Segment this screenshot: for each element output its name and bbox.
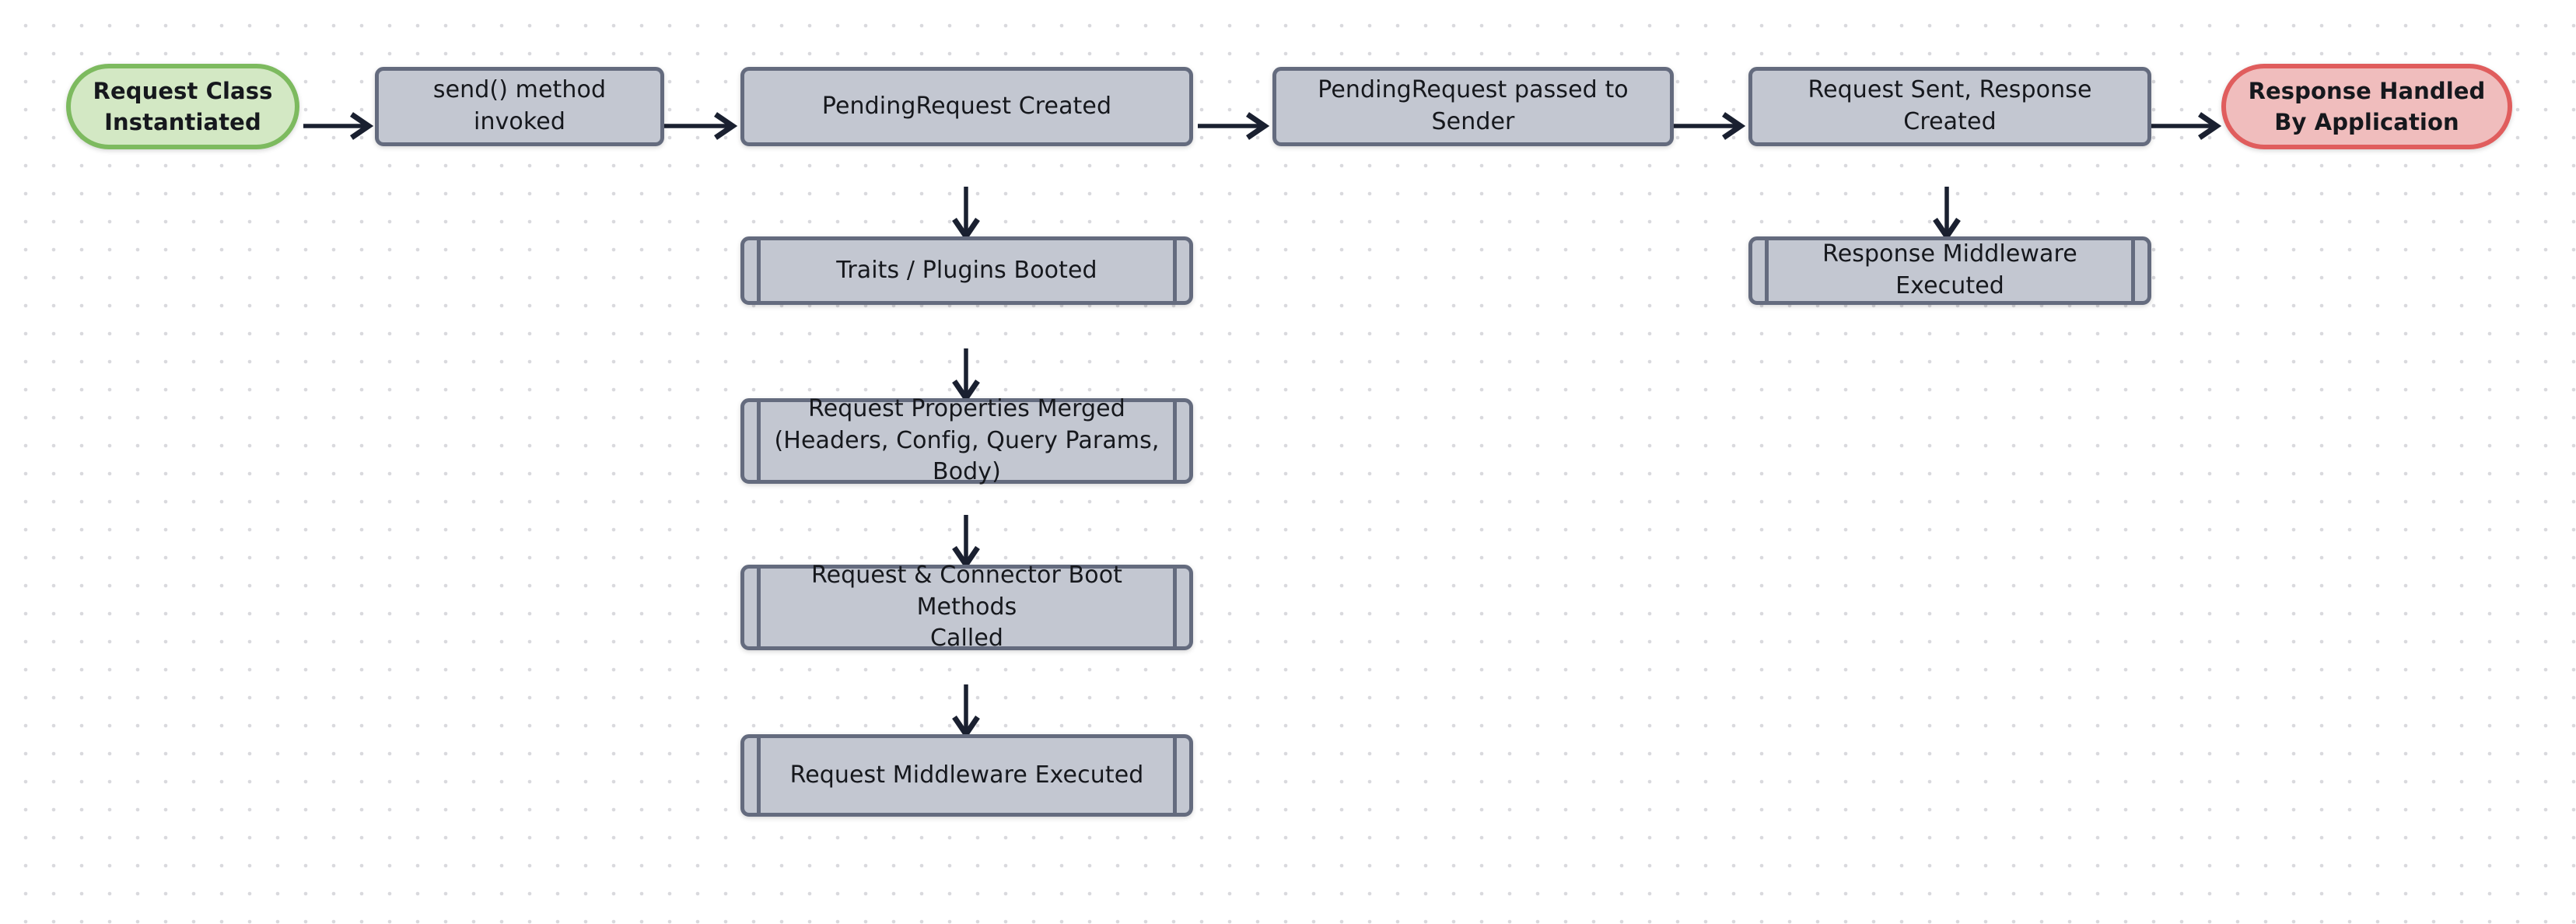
node-label: Request & Connector Boot Methods Called: [810, 561, 1123, 653]
node-label: Request Class Instantiated: [93, 77, 273, 135]
node-pendingrequest-created[interactable]: PendingRequest Created: [740, 67, 1193, 146]
node-response-middleware-executed[interactable]: Response Middleware Executed: [1748, 236, 2151, 305]
edge-request-sent-to-end: [2151, 112, 2222, 140]
node-request-class-instantiated[interactable]: Request Class Instantiated: [66, 64, 299, 149]
node-label: Request Sent, Response Created: [1808, 76, 2092, 135]
edge-pending-created-to-traits-booted: [952, 187, 980, 242]
node-label: Request Middleware Executed: [789, 761, 1144, 789]
edge-send-invoked-to-pending-created: [664, 112, 738, 140]
node-response-handled-by-application[interactable]: Response Handled By Application: [2221, 64, 2512, 149]
node-request-properties-merged[interactable]: Request Properties Merged (Headers, Conf…: [740, 395, 1193, 485]
edge-pending-created-to-pending-to-sender: [1198, 112, 1270, 140]
node-label: Traits / Plugins Booted: [836, 256, 1097, 284]
node-label: PendingRequest Created: [821, 92, 1112, 120]
node-label: Request Properties Merged (Headers, Conf…: [774, 394, 1160, 486]
edge-pending-to-sender-to-request-sent: [1674, 112, 1746, 140]
node-label: Response Middleware Executed: [1822, 240, 2077, 299]
edge-traits-booted-to-props-merged: [952, 348, 980, 404]
node-pendingrequest-passed-to-sender[interactable]: PendingRequest passed to Sender: [1272, 67, 1674, 146]
node-send-method-invoked[interactable]: send() method invoked: [375, 67, 664, 146]
node-request-connector-boot-methods-called[interactable]: Request & Connector Boot Methods Called: [740, 562, 1193, 652]
node-label: send() method invoked: [432, 76, 607, 135]
edge-start-to-send-invoked: [303, 112, 374, 140]
node-label: Response Handled By Application: [2248, 77, 2486, 135]
node-request-sent-response-created[interactable]: Request Sent, Response Created: [1748, 67, 2151, 146]
node-traits-plugins-booted[interactable]: Traits / Plugins Booted: [740, 236, 1193, 305]
node-label: PendingRequest passed to Sender: [1318, 76, 1629, 135]
node-request-middleware-executed[interactable]: Request Middleware Executed: [740, 734, 1193, 817]
edge-props-merged-to-boot-methods: [952, 515, 980, 570]
edge-boot-methods-to-request-middleware: [952, 684, 980, 740]
edge-request-sent-to-response-middleware: [1933, 187, 1961, 242]
